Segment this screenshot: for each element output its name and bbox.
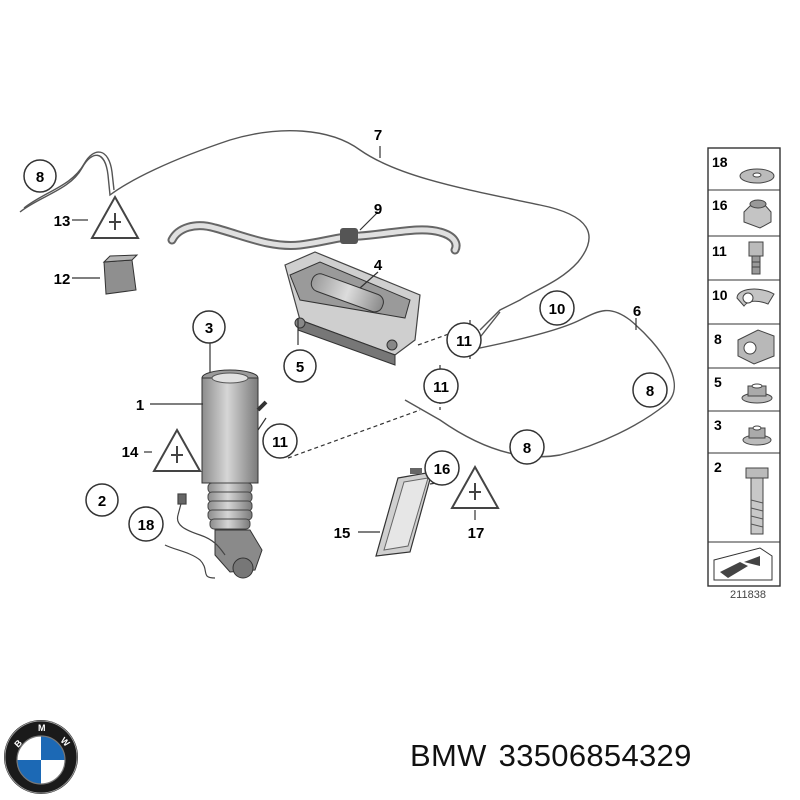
pressure-pipe bbox=[167, 221, 461, 255]
leader-lines bbox=[72, 146, 637, 533]
svg-text:11: 11 bbox=[272, 434, 288, 451]
diagram-code: 211838 bbox=[730, 589, 766, 601]
part-number: 33506854329 bbox=[498, 738, 692, 773]
svg-text:11: 11 bbox=[456, 333, 472, 350]
legend-label-3: 3 bbox=[714, 417, 722, 433]
callout-11-b: 11 bbox=[423, 368, 459, 404]
label-12: 12 bbox=[54, 271, 71, 288]
legend-label-5: 5 bbox=[714, 374, 722, 390]
callout-10: 10 bbox=[539, 290, 575, 326]
label-1: 1 bbox=[136, 397, 144, 414]
svg-text:8: 8 bbox=[646, 383, 654, 400]
callout-3: 3 bbox=[192, 310, 226, 344]
esd-warning-icon-14 bbox=[152, 427, 202, 472]
legend-label-8: 8 bbox=[714, 331, 722, 347]
label-14: 14 bbox=[122, 444, 139, 461]
washer-icon bbox=[739, 168, 775, 184]
callout-8-c: 8 bbox=[509, 429, 545, 465]
brand-name: BMW bbox=[410, 738, 487, 773]
pipe-clip-icon bbox=[736, 288, 775, 307]
callout-2: 2 bbox=[85, 483, 119, 517]
svg-text:16: 16 bbox=[434, 461, 451, 478]
callout-11-a: 11 bbox=[446, 322, 482, 358]
small-parts-legend: 18 16 11 10 8 5 3 2 bbox=[707, 147, 781, 601]
pipe-holder-icon bbox=[737, 329, 775, 365]
legend-label-18: 18 bbox=[712, 154, 728, 170]
legend-label-2: 2 bbox=[714, 459, 722, 475]
label-9: 9 bbox=[374, 201, 382, 218]
label-7: 7 bbox=[374, 127, 382, 144]
flange-nut-icon bbox=[741, 383, 773, 404]
svg-text:11: 11 bbox=[433, 379, 449, 396]
svg-text:3: 3 bbox=[205, 320, 213, 337]
module-12 bbox=[102, 254, 139, 295]
hex-bolt-icon bbox=[745, 467, 769, 535]
legend-label-16: 16 bbox=[712, 197, 728, 213]
direction-arrow-icon bbox=[713, 547, 773, 581]
control-unit bbox=[375, 468, 433, 557]
legend-label-10: 10 bbox=[712, 287, 728, 303]
sensor-wire bbox=[164, 493, 226, 579]
pipe-connector-icon bbox=[748, 241, 764, 275]
esd-warning-icon-13 bbox=[90, 194, 140, 239]
bmw-logo: B M W bbox=[4, 720, 78, 794]
callout-11-c: 11 bbox=[262, 423, 298, 459]
callout-8-a: 8 bbox=[23, 159, 57, 193]
svg-text:18: 18 bbox=[138, 517, 155, 534]
esd-warning-icon-17 bbox=[450, 464, 500, 509]
callout-5: 5 bbox=[283, 349, 317, 383]
label-13: 13 bbox=[54, 213, 71, 230]
compressor-unit bbox=[284, 251, 421, 366]
cap-nut-icon bbox=[743, 199, 772, 229]
svg-text:2: 2 bbox=[98, 493, 106, 510]
legend-label-11: 11 bbox=[712, 243, 727, 259]
label-15: 15 bbox=[334, 525, 351, 542]
label-6: 6 bbox=[633, 303, 641, 320]
hex-nut-icon bbox=[742, 425, 772, 446]
label-4: 4 bbox=[374, 257, 383, 274]
callout-8-b: 8 bbox=[632, 372, 668, 408]
part-number-caption: BMW 33506854329 bbox=[410, 738, 704, 774]
label-17: 17 bbox=[468, 525, 485, 542]
callout-18: 18 bbox=[128, 506, 164, 542]
bellows bbox=[207, 482, 253, 530]
svg-text:8: 8 bbox=[523, 440, 531, 457]
air-strut bbox=[201, 369, 268, 579]
svg-text:M: M bbox=[38, 723, 46, 733]
svg-text:8: 8 bbox=[36, 169, 44, 186]
callout-16: 16 bbox=[424, 450, 460, 486]
svg-text:5: 5 bbox=[296, 359, 304, 376]
air-line-main bbox=[19, 129, 590, 331]
svg-text:10: 10 bbox=[549, 301, 566, 318]
